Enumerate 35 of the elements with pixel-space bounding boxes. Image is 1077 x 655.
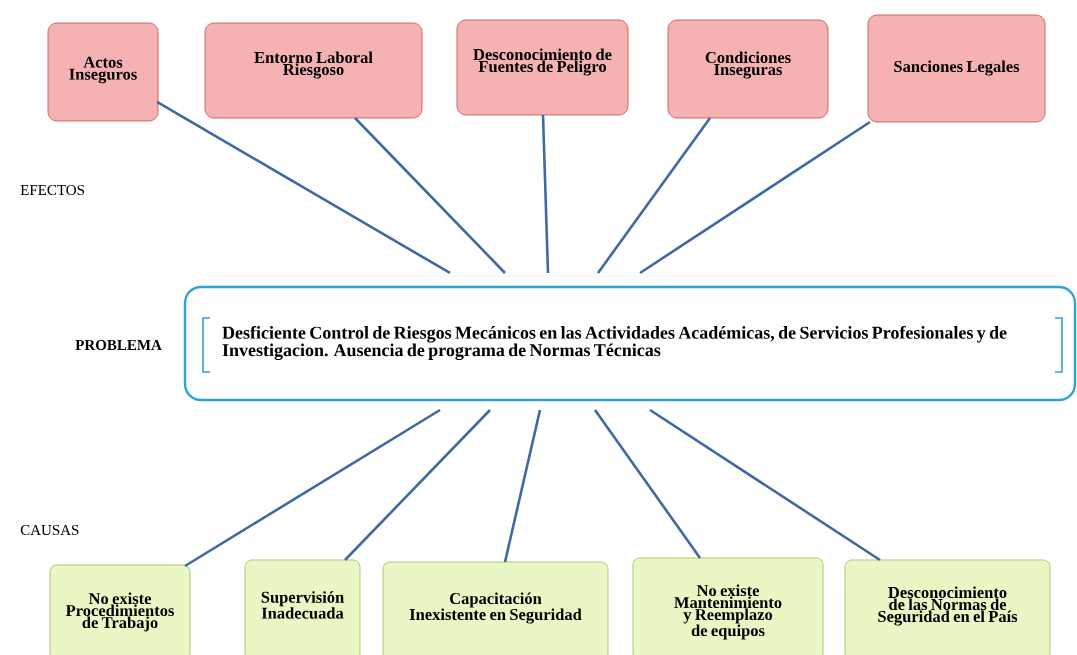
connector-line: [639, 120, 871, 275]
box-text: No existe Mantenimiento y Reemplazo de equipos: [674, 584, 782, 640]
section-label: CAUSAS: [20, 524, 79, 535]
effect-box: [47, 22, 159, 122]
effect-box: [867, 14, 1046, 123]
connector-line: [344, 409, 491, 561]
connector-line: [503, 409, 542, 563]
box-text: Desconocimiento de las Normas de Seguridad en el País: [878, 586, 1018, 626]
connector-line: [593, 409, 702, 559]
connector-line: [649, 408, 881, 562]
section-label: EFECTOS: [20, 184, 84, 195]
effect-box: [667, 19, 829, 119]
connector-line: [184, 408, 441, 568]
problem-box: [183, 285, 1077, 402]
box-text: Actos Inseguros: [69, 56, 137, 84]
cause-box: [632, 557, 824, 655]
connector-line: [156, 100, 451, 275]
cause-box: [844, 559, 1051, 655]
connector-line: [354, 117, 506, 274]
box-text: Condiciones Inseguras: [705, 51, 791, 79]
connector-line: [541, 114, 550, 274]
box-text: Desficiente Control de Riesgos Mecánicos en las Actividades Académicas, de Servicios Profesionales y de Investigacion. Ausencia de programa de Normas Técnicas: [222, 325, 1007, 361]
box-text: Desconocimiento de Fuentes de Peligro: [473, 48, 612, 76]
cause-box: [49, 564, 191, 655]
box-text: Sanciones Legales: [894, 60, 1020, 76]
section-label: PROBLEMA: [75, 339, 162, 350]
box-text: Supervisión Inadecuada: [261, 591, 344, 619]
box-text: No existe Procedimientos de Trabajo: [65, 592, 174, 632]
effect-box: [204, 22, 423, 119]
connector-line: [596, 117, 712, 274]
box-text: Entorno Laboral Riesgoso: [254, 51, 373, 79]
cause-box: [382, 561, 609, 655]
effect-box: [456, 19, 629, 116]
cause-box: [244, 559, 361, 655]
box-text: Capacitación Inexistente en Seguridad: [409, 592, 582, 624]
